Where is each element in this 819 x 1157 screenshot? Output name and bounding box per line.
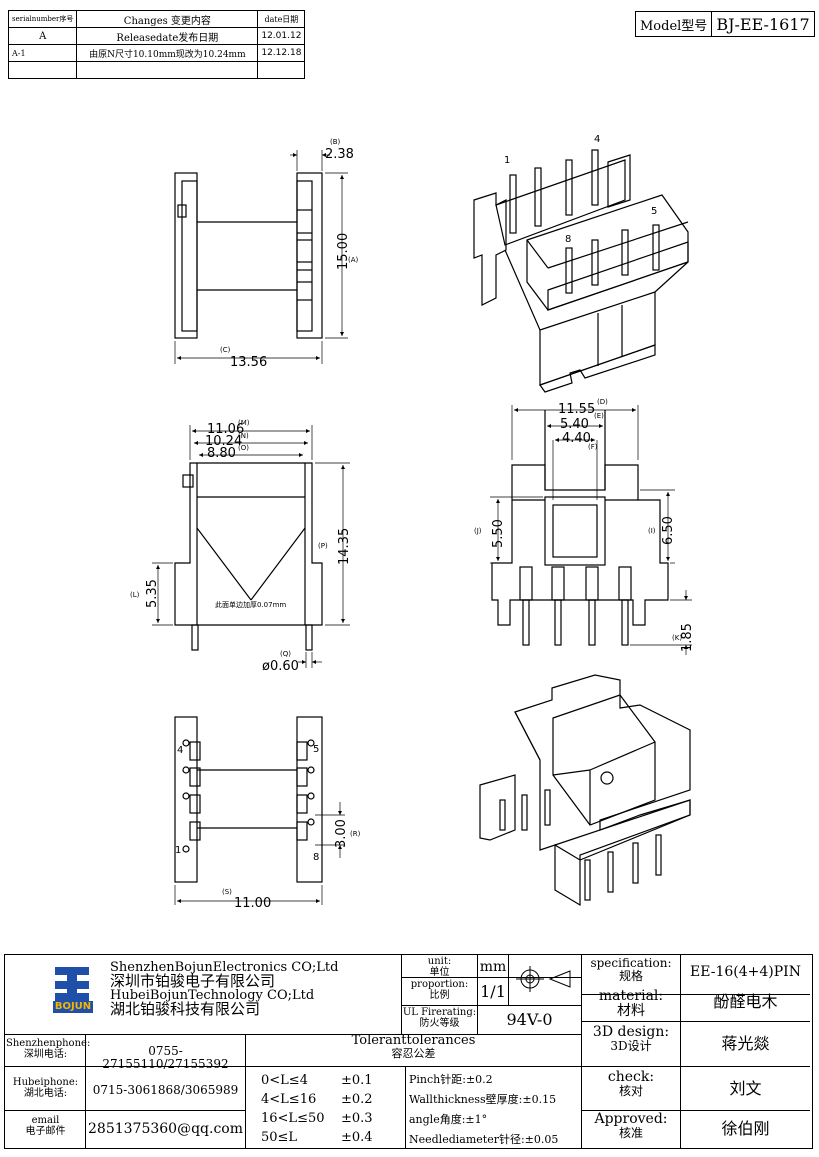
- dim-j-value: 5.50: [491, 519, 506, 548]
- company-en-shenzhen: ShenzhenBojunElectronics CO;Ltd: [110, 960, 339, 975]
- view-bottom: [174, 716, 345, 905]
- dim-j-tag: (J): [474, 527, 482, 535]
- proportion-label: proportion:比例: [410, 979, 469, 1001]
- view-iso-1: [473, 149, 689, 393]
- bottom-pin-4: 4: [177, 745, 183, 756]
- dim-m-tag: (M): [238, 419, 250, 427]
- dim-l-value: 5.35: [145, 579, 160, 608]
- angle-tolerance: angle角度:±1°: [409, 1113, 488, 1126]
- dim-p-value: 14.35: [337, 528, 352, 565]
- spec-value: EE-16(4+4)PIN: [690, 964, 801, 980]
- dim-note: 此面单边加厚0.07mm: [215, 600, 286, 609]
- dim-a-tag: (A): [348, 256, 359, 264]
- pinch-tolerance: Pinch针距:±0.2: [409, 1073, 493, 1086]
- dim-b-tag: (B): [330, 138, 341, 146]
- company-cn-hubei: 湖北铂骏科技有限公司: [110, 1000, 261, 1018]
- dim-k-value: 1.85: [680, 623, 695, 652]
- dim-m-value: 11.06: [207, 422, 244, 437]
- dim-s-tag: (S): [222, 888, 232, 896]
- pin-label-8: 8: [565, 234, 571, 245]
- hb-phone-label: Hubeiphone:湖北电话:: [12, 1077, 79, 1099]
- dim-d-tag: (D): [597, 398, 608, 406]
- dim-b-value: 2.38: [325, 147, 354, 162]
- wall-tolerance: Wallthickness壁厚度:±0.15: [409, 1093, 557, 1106]
- company-cn-shenzhen: 深圳市铂骏电子有限公司: [110, 972, 276, 990]
- title-block: BOJUN ShenzhenBojunElectronics CO;Ltd 深圳…: [4, 954, 813, 1149]
- pin-label-4: 4: [594, 134, 600, 145]
- extra-tolerances: Pinch针距:±0.2 Wallthickness壁厚度:±0.15 angl…: [409, 1070, 558, 1150]
- dim-i-value: 6.50: [661, 516, 676, 545]
- ul-label: UL Firerating:防火等级: [402, 1007, 477, 1029]
- tol-row: 4<L≤16±0.2: [261, 1092, 373, 1107]
- dim-f-tag: (F): [588, 443, 598, 451]
- bottom-pin-5: 5: [313, 744, 319, 755]
- ul-value: 94V-0: [506, 1010, 553, 1029]
- dim-f-value: 4.40: [562, 431, 591, 446]
- email-value: 2851375360@qq.com: [88, 1121, 243, 1137]
- dim-o-tag: (O): [238, 444, 249, 452]
- bottom-pin-1: 1: [175, 845, 181, 856]
- dim-k-tag: (K): [672, 634, 682, 642]
- projection-icon: [516, 966, 571, 992]
- company-names: ShenzhenBojunElectronics CO;Ltd 深圳市铂骏电子有…: [110, 961, 338, 1017]
- dim-q-tag: (Q): [280, 650, 291, 658]
- dim-a-value: 15.00: [336, 233, 351, 270]
- approved-value: 徐伯刚: [721, 1119, 770, 1138]
- needle-tolerance: Needlediameter针径:±0.05: [409, 1133, 559, 1146]
- view-side: [490, 405, 692, 655]
- material-value: 酚醛电木: [713, 992, 778, 1011]
- pin-label-1: 1: [504, 155, 510, 166]
- view-front: [152, 425, 350, 668]
- dim-d-value: 11.55: [558, 402, 595, 417]
- dim-e-tag: (E): [594, 412, 604, 420]
- drawing-area: 2.38 (B) 15.00 (A) 13.56 (C) 11.06 (M) 1…: [130, 134, 695, 911]
- dim-e-value: 5.40: [560, 417, 589, 432]
- view-iso-2: [479, 674, 691, 907]
- check-value: 刘文: [729, 1079, 762, 1098]
- bojun-logo: BOJUN: [53, 965, 93, 1015]
- dim-o-value: 8.80: [207, 446, 236, 461]
- bottom-pin-8: 8: [313, 852, 319, 863]
- hb-phone-value: 0715-3061868/3065989: [92, 1083, 239, 1097]
- model-label: Model型号: [634, 11, 713, 37]
- logo-graphic: [53, 967, 93, 1013]
- view-top: [174, 150, 348, 364]
- company-en-hubei: HubeiBojunTechnology CO;Ltd: [110, 988, 315, 1003]
- dim-n-value: 10.24: [205, 434, 242, 449]
- material-label: material:材料: [598, 988, 664, 1020]
- dim-i-tag: (I): [648, 527, 656, 535]
- proportion-value: 1/1: [480, 982, 506, 1001]
- logo-text: BOJUN: [54, 1001, 92, 1012]
- model-box: Model型号 BJ-EE-1617: [634, 11, 815, 37]
- spec-label: specification:规格: [590, 956, 672, 984]
- revision-table: serialnumber序号 Changes 变更内容 date日期 A Rel…: [7, 10, 306, 79]
- dim-q-value: ø0.60: [262, 659, 299, 674]
- dim-s-value: 11.00: [234, 896, 271, 911]
- design-label: 3D design:3D设计: [592, 1024, 670, 1054]
- dim-r-value: 3.00: [334, 819, 349, 848]
- projection-symbol: [510, 961, 574, 1001]
- dim-p-tag: (P): [318, 542, 328, 550]
- approved-label: Approved:核准: [594, 1111, 668, 1141]
- design-value: 蒋光燚: [721, 1034, 770, 1053]
- tol-row: 0<L≤4±0.1: [261, 1073, 373, 1088]
- sz-phone-value: 0755-27155110/27155392: [102, 1044, 229, 1072]
- sz-phone-label: Shenzhenphone:深圳电话:: [6, 1038, 91, 1060]
- dim-c-tag: (C): [220, 346, 231, 354]
- tol-row: 50≤L±0.4: [261, 1130, 373, 1145]
- pin-label-5: 5: [651, 206, 657, 217]
- dim-l-tag: (L): [130, 591, 140, 599]
- unit-label: unit:单位: [427, 956, 452, 978]
- dim-n-tag: (N): [238, 432, 249, 440]
- check-label: check:核对: [607, 1069, 655, 1099]
- tol-row: 16<L≤50±0.3: [261, 1111, 373, 1126]
- dim-r-tag: (R): [350, 830, 361, 838]
- dim-c-value: 13.56: [230, 355, 267, 370]
- model-value: BJ-EE-1617: [711, 11, 815, 37]
- tolerance-table: 0<L≤4±0.1 4<L≤16±0.2 16<L≤50±0.3 50≤L±0.…: [261, 1071, 373, 1147]
- unit-value: mm: [479, 959, 507, 975]
